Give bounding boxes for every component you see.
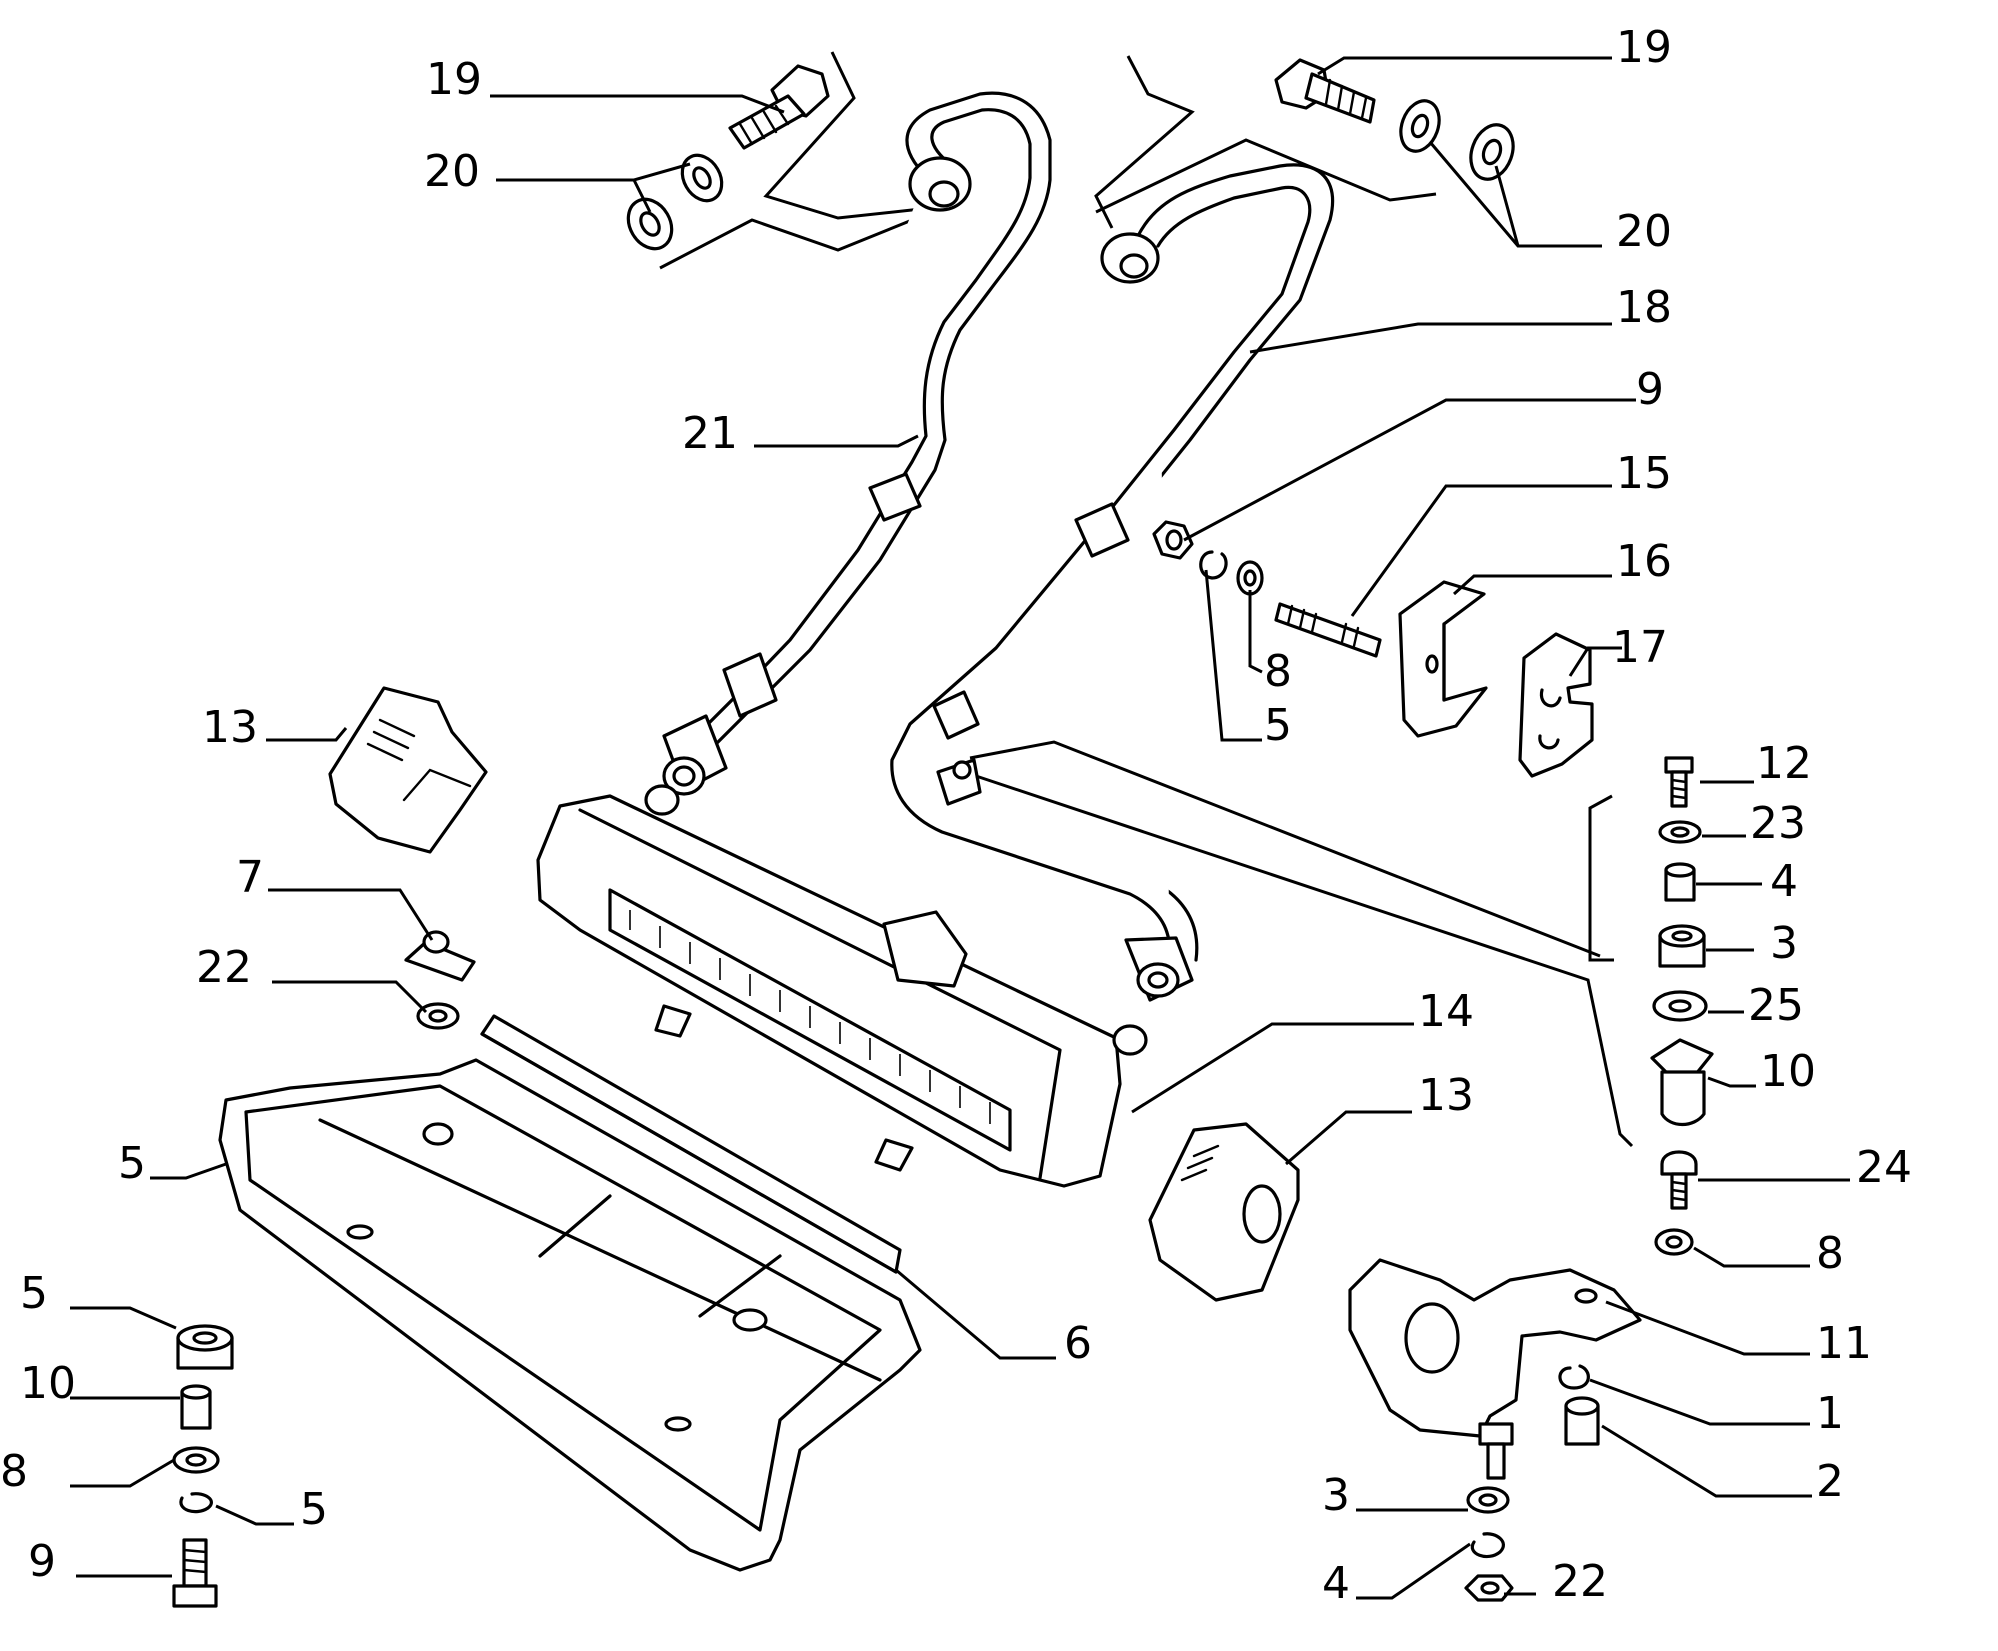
bolt-19-right <box>1274 58 1376 124</box>
callout-5-upper: 5 <box>1264 700 1292 751</box>
stud-15 <box>1274 602 1382 658</box>
spring-washer-5-bottom <box>1470 1532 1505 1558</box>
bracket-16 <box>1398 580 1488 738</box>
washer-8-upper <box>1236 560 1264 596</box>
spring-washer-5-right <box>1558 1364 1590 1390</box>
bolt-6 <box>172 1538 218 1608</box>
callout-7: 7 <box>236 852 264 903</box>
pipe-18 <box>890 163 1335 1002</box>
callout-13-left: 13 <box>202 702 258 753</box>
callout-labels: 19 20 19 20 18 9 15 16 17 8 5 21 13 7 22… <box>0 22 1912 1609</box>
callout-9-upper: 9 <box>1636 364 1664 415</box>
callout-8-bottom: 3 <box>1322 1470 1350 1521</box>
callout-21: 21 <box>682 408 738 459</box>
callout-6: 9 <box>28 1536 56 1587</box>
callout-3-upper: 3 <box>1770 918 1798 969</box>
mount-10-upper <box>1650 1038 1714 1127</box>
spacer-4-upper <box>1664 862 1696 902</box>
washer-8-bottom <box>1466 1486 1510 1514</box>
grommet-3-upper <box>1658 924 1706 968</box>
mount-block-13-right <box>1148 1122 1300 1302</box>
pipe-21 <box>662 91 1052 796</box>
callout-14: 14 <box>1418 986 1474 1037</box>
washers-20-right <box>1399 99 1515 181</box>
bolt-24 <box>1660 1150 1698 1210</box>
callout-5-bottom: 4 <box>1322 1558 1350 1609</box>
bolt-12 <box>1664 756 1694 808</box>
callout-16: 16 <box>1616 536 1672 587</box>
callout-4-lower: 10 <box>20 1358 76 1409</box>
callout-11: 11 <box>1816 1318 1872 1369</box>
callout-2: 6 <box>1064 1318 1092 1369</box>
callout-10-upper: 10 <box>1760 1046 1816 1097</box>
callout-22-lower: 8 <box>0 1446 28 1497</box>
spring-washer-5-left <box>179 1492 213 1514</box>
callout-24: 24 <box>1856 1142 1912 1193</box>
nut-9-upper <box>1152 520 1194 560</box>
spring-washer-5-upper <box>1199 550 1228 580</box>
callout-10-lower: 2 <box>1816 1456 1844 1507</box>
clip-7 <box>404 930 476 982</box>
callout-9-bottom: 22 <box>1552 1556 1608 1607</box>
callout-19-top-left: 19 <box>426 54 482 105</box>
spacer-4-lower <box>180 1384 212 1430</box>
callout-23: 23 <box>1750 798 1806 849</box>
callout-22-upper: 22 <box>196 942 252 993</box>
leader-lines <box>70 56 1850 1600</box>
washer-22-upper <box>416 1002 460 1030</box>
washer-23 <box>1658 820 1702 844</box>
bolt-19-left <box>728 64 830 150</box>
mount-block-13-left <box>328 686 488 854</box>
callout-5-left: 5 <box>300 1484 328 1535</box>
callout-8-upper: 8 <box>1264 646 1292 697</box>
callout-13-right: 13 <box>1418 1070 1474 1121</box>
callout-17: 17 <box>1612 622 1668 673</box>
grommet-3-lower <box>176 1324 234 1370</box>
washer-25 <box>1652 990 1708 1022</box>
callout-8-right: 8 <box>1816 1228 1844 1279</box>
callout-1: 5 <box>118 1138 146 1189</box>
callout-12: 12 <box>1756 738 1812 789</box>
nut-9-bottom <box>1464 1574 1514 1602</box>
washers-20-left <box>626 153 724 251</box>
bracket-11 <box>1348 1258 1642 1480</box>
oil-cooler-14 <box>536 784 1148 1188</box>
callout-20-top-left: 20 <box>424 146 480 197</box>
washer-22-lower <box>172 1446 220 1474</box>
routing-lines <box>969 740 1634 1148</box>
callout-18: 18 <box>1616 282 1672 333</box>
clamp-block-17 <box>1518 632 1594 778</box>
callout-4-upper: 4 <box>1770 856 1798 907</box>
callout-25: 25 <box>1748 980 1804 1031</box>
callout-5-right: 1 <box>1816 1388 1844 1439</box>
callout-15: 15 <box>1616 448 1672 499</box>
callout-20-top-right: 20 <box>1616 206 1672 257</box>
callout-19-top-right: 19 <box>1616 22 1672 73</box>
pipe-bracket-lines-left <box>659 51 931 270</box>
seal-strip-2 <box>480 1014 902 1274</box>
spacer-10-lower <box>1564 1396 1600 1446</box>
washer-8-right <box>1654 1228 1694 1256</box>
callout-3-lower: 5 <box>20 1268 48 1319</box>
housing-1 <box>218 1058 922 1572</box>
